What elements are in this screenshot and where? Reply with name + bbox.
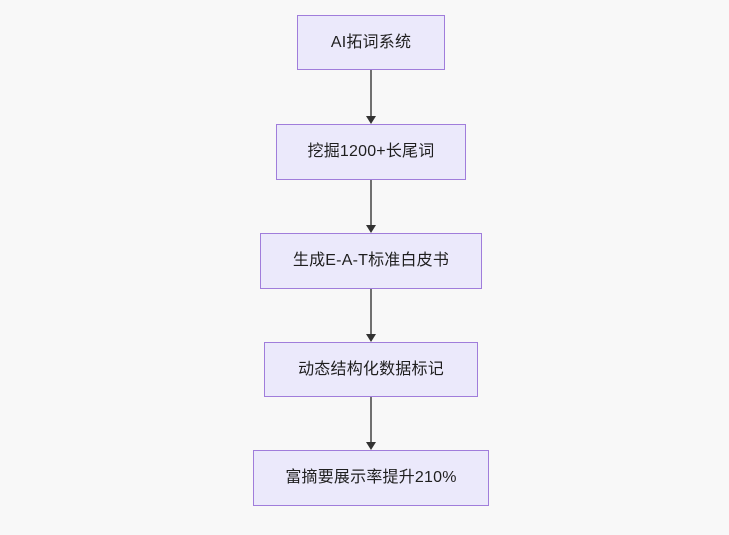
flowchart-node-n4[interactable]: 动态结构化数据标记 bbox=[264, 342, 478, 397]
connector-line bbox=[370, 397, 372, 442]
flowchart-node-label: 生成E-A-T标准白皮书 bbox=[292, 252, 450, 270]
flowchart-node-n2[interactable]: 挖掘1200+长尾词 bbox=[276, 124, 466, 180]
arrow-down-icon bbox=[366, 334, 376, 342]
flowchart-node-n5[interactable]: 富摘要展示率提升210% bbox=[253, 450, 489, 506]
flowchart-node-label: AI拓词系统 bbox=[330, 33, 412, 51]
arrow-down-icon bbox=[366, 116, 376, 124]
arrow-down-icon bbox=[366, 225, 376, 233]
flowchart-node-label: 挖掘1200+长尾词 bbox=[307, 143, 435, 161]
connector-line bbox=[370, 70, 372, 116]
flowchart-node-label: 动态结构化数据标记 bbox=[298, 360, 444, 378]
flowchart-node-label: 富摘要展示率提升210% bbox=[285, 469, 457, 487]
flowchart-node-n1[interactable]: AI拓词系统 bbox=[297, 15, 445, 70]
flowchart-node-n3[interactable]: 生成E-A-T标准白皮书 bbox=[260, 233, 482, 289]
arrow-down-icon bbox=[366, 442, 376, 450]
connector-line bbox=[370, 180, 372, 225]
connector-line bbox=[370, 289, 372, 334]
